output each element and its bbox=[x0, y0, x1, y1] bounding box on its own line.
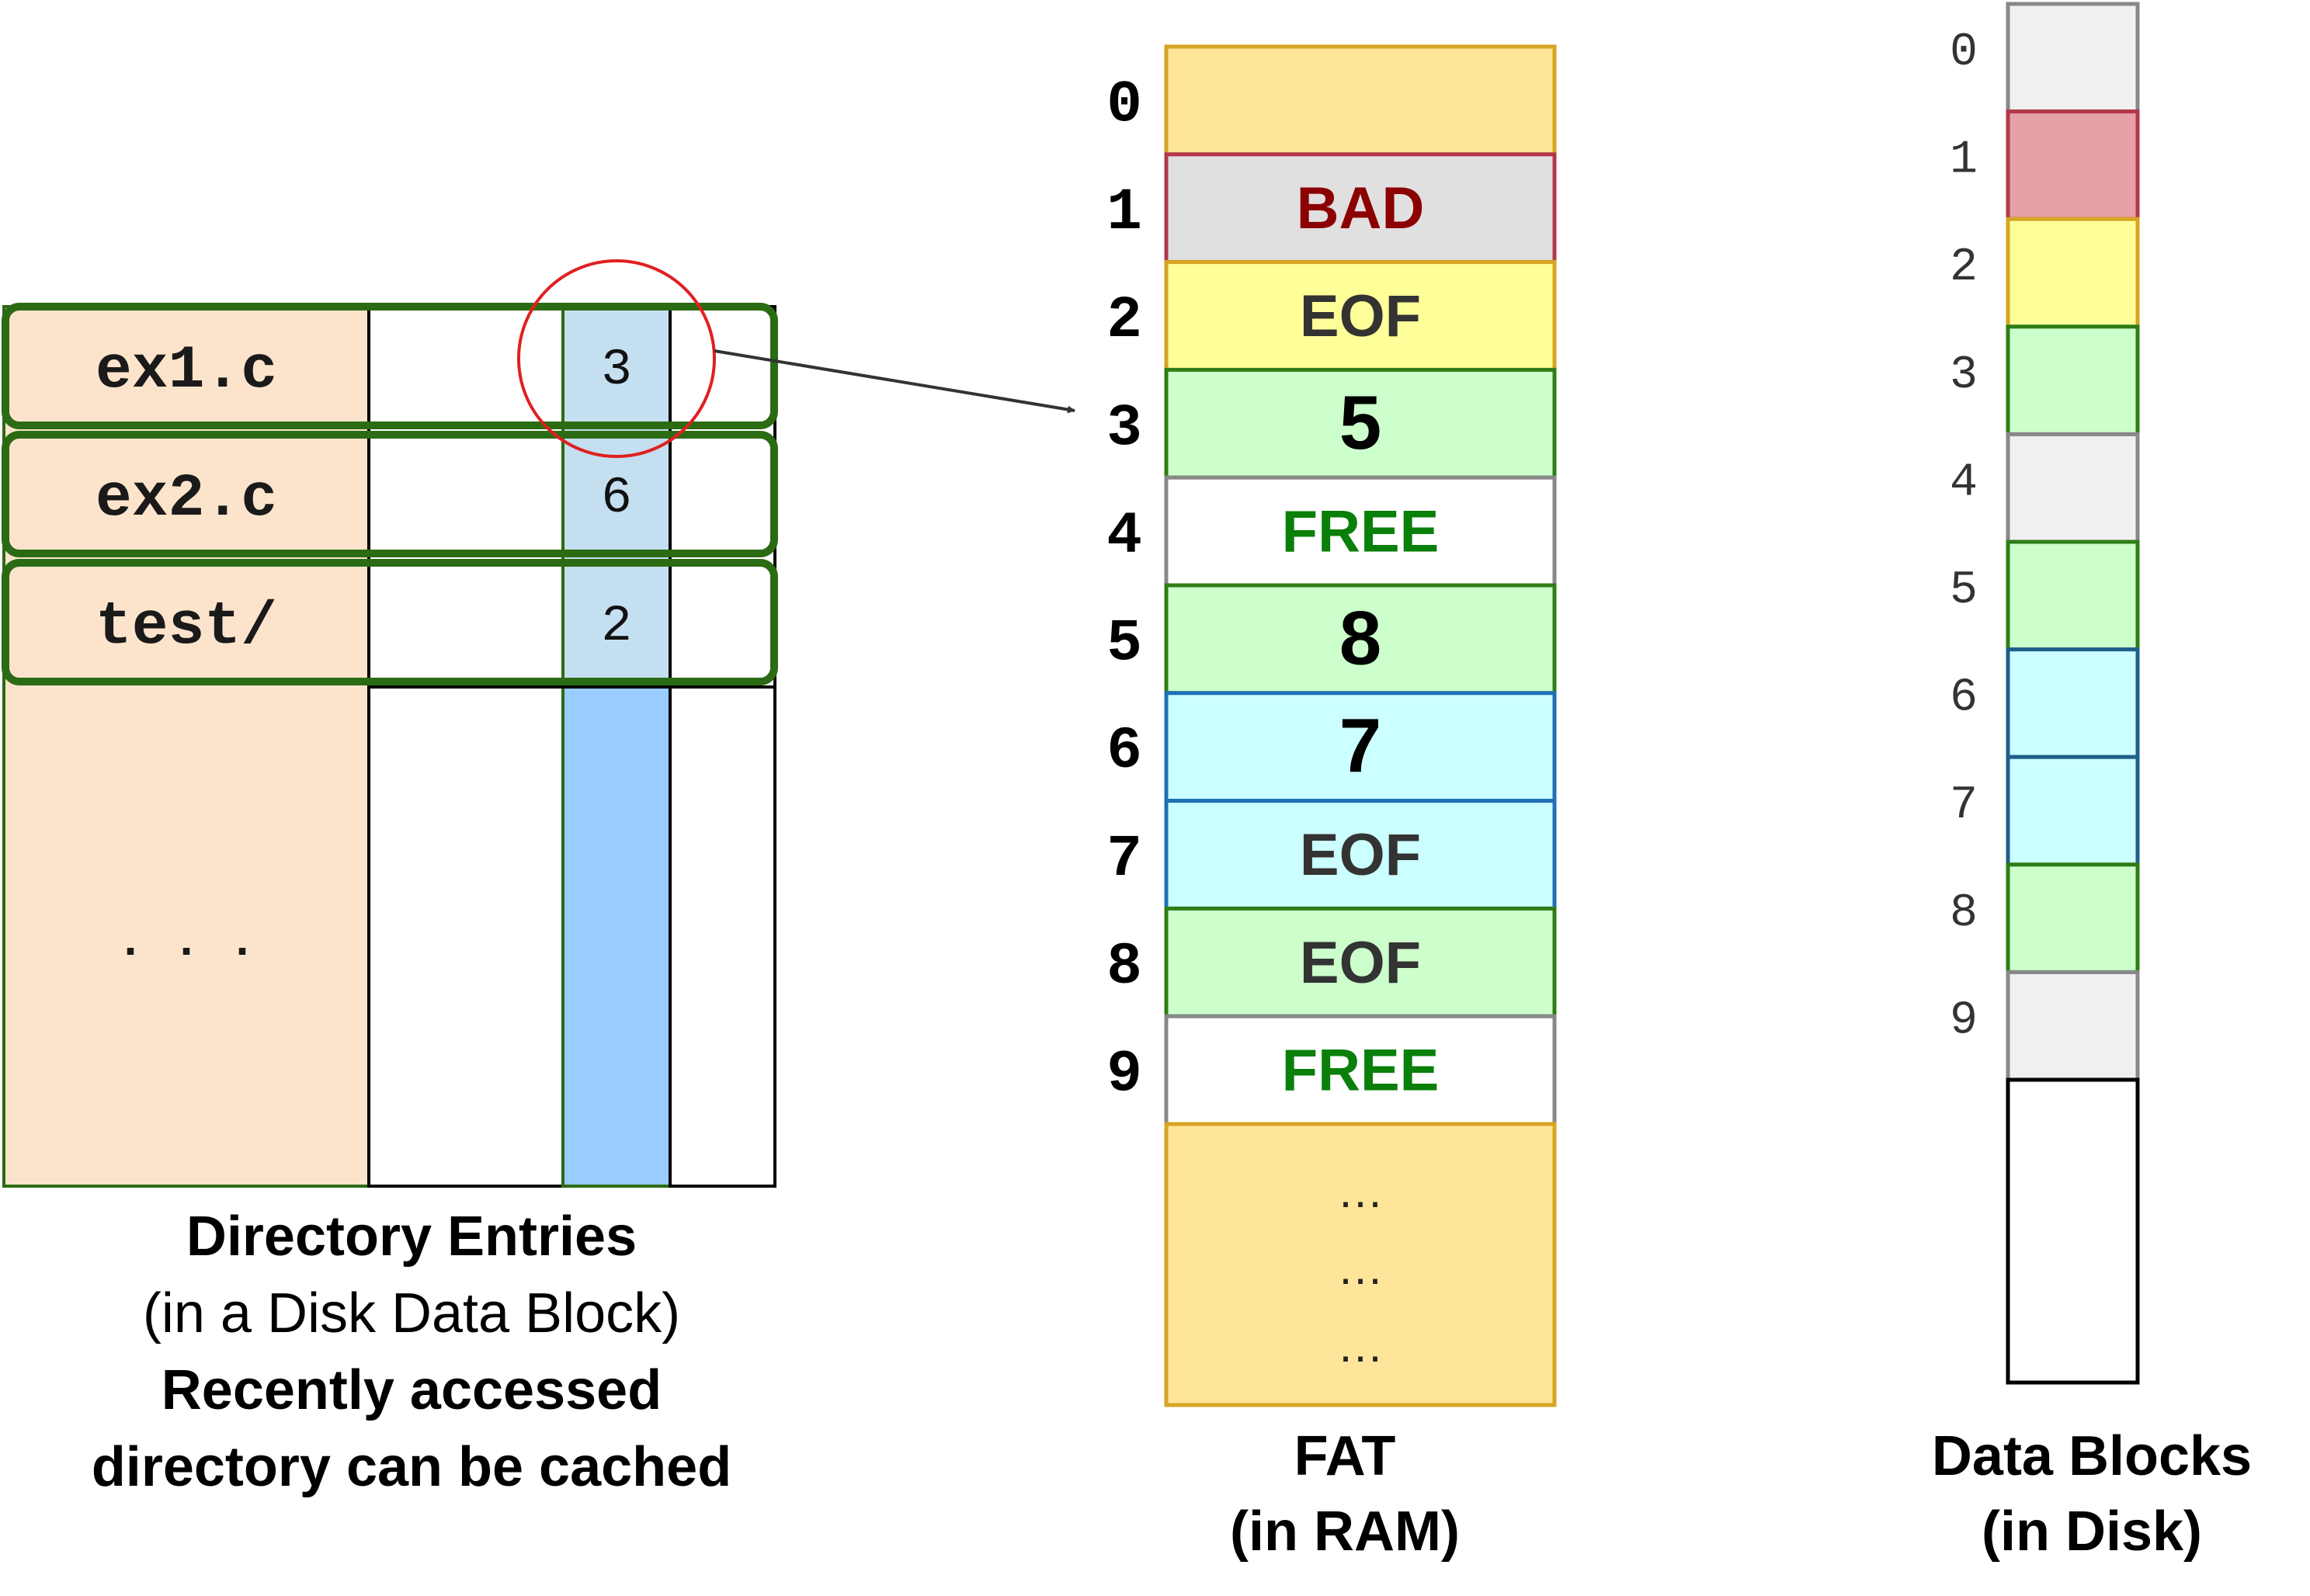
dir-mid-column bbox=[367, 305, 564, 1188]
data-block-index: 6 bbox=[1950, 672, 1978, 725]
fat-value: BAD bbox=[1297, 175, 1425, 241]
fat-index: 3 bbox=[1106, 395, 1142, 462]
fat-value: EOF bbox=[1300, 930, 1421, 996]
data-block-free-space bbox=[2006, 1077, 2140, 1385]
data-block-index: 2 bbox=[1950, 241, 1978, 294]
fat-cell bbox=[1164, 583, 1557, 696]
fat-ellipsis: … bbox=[1337, 1165, 1384, 1217]
dir-entry-block: 3 bbox=[601, 341, 632, 399]
directory-table: ex1.c 3 ex2.c 6 test/ 2 . . . bbox=[2, 303, 778, 1188]
dir-entry-outline[interactable] bbox=[2, 431, 778, 557]
fat-ellipsis: … bbox=[1337, 1320, 1384, 1372]
data-block-index: 5 bbox=[1950, 564, 1978, 617]
dir-entry-outline[interactable] bbox=[2, 303, 778, 429]
fat-value: EOF bbox=[1300, 283, 1421, 349]
data-block bbox=[2006, 862, 2140, 974]
dir-more-ellipsis: . . . bbox=[116, 917, 256, 970]
data-block-index: 1 bbox=[1950, 134, 1978, 187]
fat-value: EOF bbox=[1300, 822, 1421, 888]
data-block-index: 7 bbox=[1950, 779, 1978, 832]
fat-index: 4 bbox=[1106, 503, 1142, 570]
data-block bbox=[2006, 324, 2140, 436]
directory-caption-note-line2: directory can be cached bbox=[92, 1436, 731, 1498]
data-block bbox=[2006, 647, 2140, 759]
fat-ellipsis: … bbox=[1337, 1242, 1384, 1294]
fat-value: 7 bbox=[1339, 703, 1382, 788]
data-block bbox=[2006, 2, 2140, 114]
fat-value: 8 bbox=[1339, 595, 1382, 680]
fat-index: 1 bbox=[1106, 179, 1142, 246]
fat-caption-line1: FAT bbox=[1294, 1425, 1396, 1487]
fat-index: 0 bbox=[1106, 71, 1142, 138]
fat-index: 8 bbox=[1106, 934, 1142, 1001]
fat-index: 7 bbox=[1106, 826, 1142, 893]
dir-name-column bbox=[2, 305, 370, 1188]
data-block bbox=[2006, 432, 2140, 544]
data-block bbox=[2006, 540, 2140, 652]
dir-entry-name: ex1.c bbox=[96, 337, 277, 405]
directory-caption-title: Directory Entries bbox=[186, 1206, 637, 1268]
data-block bbox=[2006, 970, 2140, 1082]
dir-right-column bbox=[669, 305, 776, 1188]
data-block bbox=[2006, 217, 2140, 329]
highlight-circle bbox=[517, 259, 716, 458]
fat-cell bbox=[1164, 475, 1557, 588]
fat-cell bbox=[1164, 367, 1557, 480]
fat-value: FREE bbox=[1282, 1038, 1440, 1104]
fat-tail: … … … bbox=[1164, 1122, 1557, 1407]
directory-caption: Directory Entries (in a Disk Data Block)… bbox=[92, 1206, 731, 1498]
directory-caption-subtitle: (in a Disk Data Block) bbox=[143, 1282, 680, 1344]
data-block bbox=[2006, 109, 2140, 221]
fat-cell bbox=[1164, 906, 1557, 1018]
data-block-index: 8 bbox=[1950, 887, 1978, 940]
dir-entry-name: test/ bbox=[96, 593, 277, 661]
data-block-index: 4 bbox=[1950, 456, 1978, 509]
data-block-index: 9 bbox=[1950, 994, 1978, 1047]
fat-value: 5 bbox=[1339, 380, 1382, 465]
data-blocks-caption-line2: (in Disk) bbox=[1982, 1501, 2202, 1563]
dir-entry-block: 2 bbox=[601, 597, 632, 655]
fat-cell bbox=[1164, 1014, 1557, 1126]
fat-cell bbox=[1164, 799, 1557, 911]
fat-index: 2 bbox=[1106, 287, 1142, 354]
dir-entry-block: 6 bbox=[601, 469, 632, 527]
dir-entry-outline[interactable] bbox=[2, 559, 778, 685]
fat-caption-line2: (in RAM) bbox=[1230, 1501, 1460, 1563]
data-block-index: 3 bbox=[1950, 349, 1978, 402]
pointer-arrow bbox=[714, 349, 1075, 414]
directory-caption-note-line1: Recently accessed bbox=[162, 1359, 662, 1421]
data-block-index: 0 bbox=[1950, 26, 1978, 79]
data-blocks-caption-line1: Data Blocks bbox=[1932, 1425, 2252, 1487]
dir-block-column-empty bbox=[561, 685, 672, 1188]
data-blocks-column: 0 1 2 3 4 5 6 7 8 9 bbox=[1950, 2, 2140, 1082]
fat-index: 9 bbox=[1106, 1042, 1142, 1109]
dir-entry-name: ex2.c bbox=[96, 465, 277, 533]
data-block bbox=[2006, 755, 2140, 867]
fat-value: FREE bbox=[1282, 499, 1440, 565]
fat-index: 5 bbox=[1106, 610, 1142, 677]
fat-index: 6 bbox=[1106, 718, 1142, 785]
fat-tail-cell bbox=[1164, 1122, 1557, 1407]
fat-cell bbox=[1164, 44, 1557, 157]
fat-cell bbox=[1164, 260, 1557, 372]
